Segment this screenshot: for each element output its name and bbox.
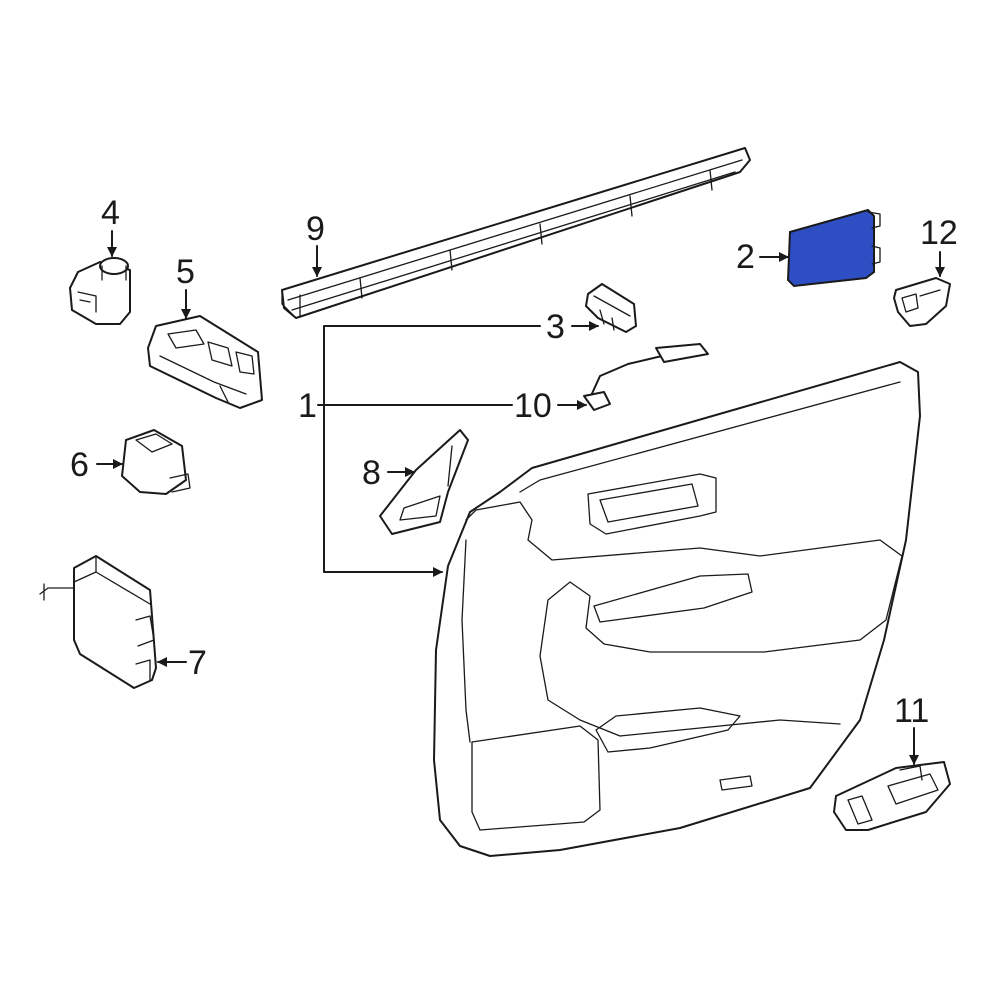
- callout-1: 1: [298, 387, 317, 425]
- callout-3: 3: [546, 308, 565, 346]
- part-11-handle: [833, 761, 951, 831]
- part-6-switch: [121, 429, 191, 495]
- callout-10: 10: [514, 387, 552, 425]
- part-5-window-switch: [147, 315, 263, 409]
- part-2-highlight-shape: [786, 208, 875, 288]
- part-7-module: [39, 555, 157, 689]
- callout-9: 9: [306, 210, 325, 248]
- callout-2: 2: [736, 238, 755, 276]
- part-10-harness: [583, 343, 709, 411]
- callout-4: 4: [101, 194, 120, 232]
- leader-lines: [96, 230, 945, 765]
- part-9-belt-moulding: [281, 147, 751, 319]
- part-2-pad-highlighted: [786, 208, 881, 288]
- part-1-door-trim-panel: [433, 361, 921, 857]
- callout-11: 11: [894, 692, 929, 730]
- part-12-cover: [893, 277, 951, 327]
- part-4-switch: [69, 257, 131, 325]
- callout-labels: 1 2 3 4 5 6 7 8 9 10 11 12: [70, 194, 958, 730]
- callout-8: 8: [362, 454, 381, 492]
- callout-6: 6: [70, 446, 89, 484]
- callout-7: 7: [188, 644, 207, 682]
- part-3-connector: [585, 283, 637, 333]
- callout-5: 5: [176, 253, 195, 291]
- part-8-bracket: [379, 429, 469, 535]
- callout-12: 12: [920, 214, 958, 252]
